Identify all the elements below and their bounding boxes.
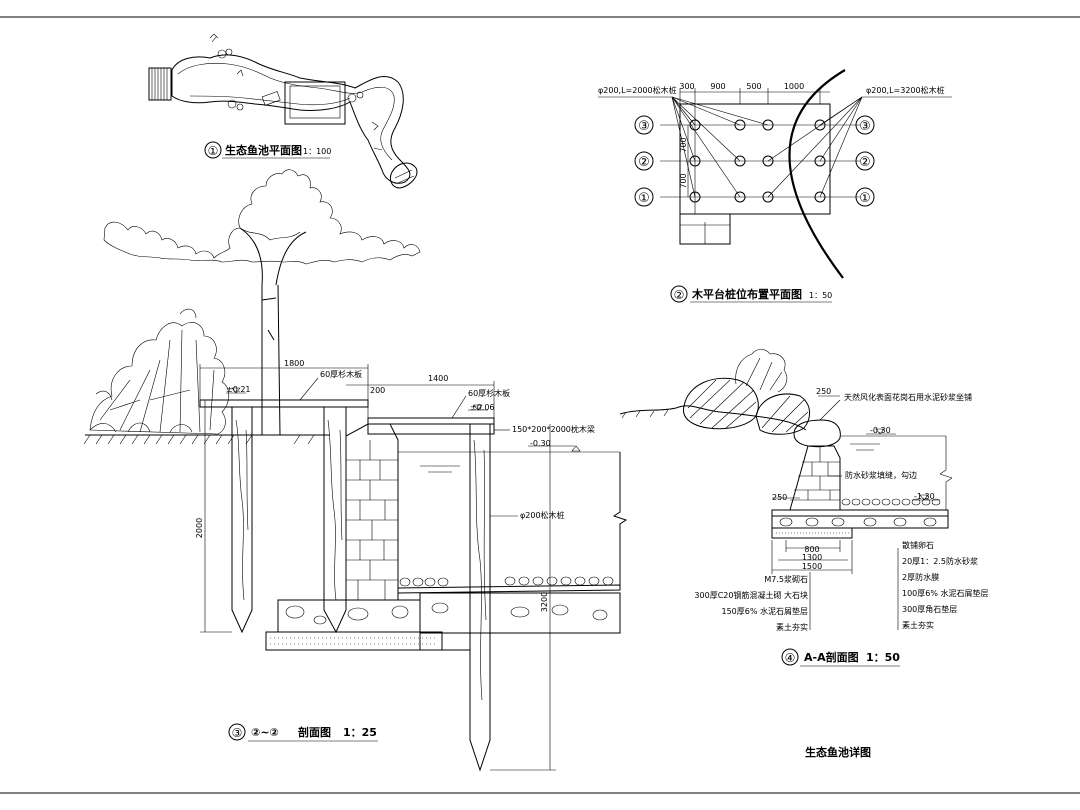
aa-dim-250b: 250	[772, 493, 787, 502]
aa-right-label-5: 300厚角石垫层	[902, 604, 957, 614]
pond-plan	[148, 33, 418, 189]
aa-dim-800: 800	[804, 545, 819, 554]
aa-stone-note: 天然风化表面花岗石用水泥砂浆坐铺	[844, 392, 972, 402]
s22-ref: ②~②	[251, 726, 279, 739]
aa-right-label-2: 20厚1：2.5防水砂浆	[902, 556, 978, 566]
pile-note-right: φ200,L=3200松木桩	[866, 85, 945, 95]
aa-num: ④	[785, 651, 796, 665]
section22-title-group: ③ ②~② 剖面图 1：25	[228, 723, 378, 742]
aa-left-label-4: 素土夯实	[776, 622, 808, 632]
aa-water-level: -0.30	[870, 426, 891, 435]
pile-plan	[598, 69, 952, 279]
row-label-r3: ③	[859, 119, 871, 134]
pile-side-dim-2: 700	[679, 173, 688, 188]
row-label-l1: ①	[638, 191, 650, 206]
water-level-22: -0.30	[530, 439, 551, 448]
dim-1400: 1400	[428, 374, 448, 383]
aa-right-label-1: 散铺卵石	[902, 540, 934, 550]
dim-1800: 1800	[284, 359, 304, 368]
sheet-title: 生态鱼池详图	[805, 745, 871, 759]
board-label-1: 60厚杉木板	[320, 369, 362, 379]
row-label-r2: ②	[859, 155, 871, 170]
plan-title-group: ① 生态鱼池平面图 1：100	[204, 141, 331, 159]
sectionaa-title-group: ④ A-A剖面图 1：50	[781, 648, 900, 667]
row-label-r1: ①	[859, 191, 871, 206]
aa-left-label-3: 150厚6% 水泥石屑垫层	[721, 606, 808, 616]
aa-right-label-3: 2厚防水膜	[902, 572, 939, 582]
pile-scale: 1：50	[809, 291, 832, 300]
aa-title: A-A剖面图	[804, 650, 859, 664]
plan-title: 生态鱼池平面图	[225, 143, 302, 157]
elev-006: ±0.06	[470, 403, 495, 412]
plan-title-num: ①	[208, 144, 219, 158]
aa-dim-250a: 250	[816, 387, 831, 396]
s22-num: ③	[232, 726, 243, 740]
aa-right-label-4: 100厚6% 水泥石屑垫层	[902, 588, 989, 598]
row-label-l3: ③	[638, 119, 650, 134]
pile-title-num: ②	[674, 288, 685, 302]
s22-scale: 1：25	[343, 726, 377, 739]
aa-dim-1300: 1300	[802, 553, 822, 562]
pile-side-dim-1: 700	[679, 137, 688, 152]
aa-bottom-level: -1.30	[914, 492, 935, 501]
pile-dim-2: 900	[710, 82, 725, 91]
section-aa	[619, 349, 953, 630]
beam-label: 150*200*2000枕木梁	[512, 424, 595, 434]
pile-plan-title-group: ② 木平台桩位布置平面图 1：50	[670, 285, 832, 303]
board-label-2: 60厚杉木板	[468, 388, 510, 398]
pile-dim-3: 500	[746, 82, 761, 91]
dim-3200: 3200	[540, 592, 549, 612]
row-label-l2: ②	[638, 155, 650, 170]
aa-left-label-1: M7.5浆砌石	[764, 574, 808, 584]
aa-joint-note: 防水砂浆填缝，勾边	[845, 470, 917, 480]
aa-left-label-2: 300厚C20钢筋混凝土砌 大石块	[694, 590, 808, 600]
pile-title: 木平台桩位布置平面图	[691, 287, 802, 301]
pile-dim-1: 300	[679, 82, 694, 91]
aa-scale: 1：50	[866, 651, 900, 664]
dim-2000: 2000	[195, 518, 204, 538]
dim-200: 200	[370, 386, 385, 395]
pile-note-left: φ200,L=2000松木桩	[598, 85, 677, 95]
pile-dim-4: 1000	[784, 82, 804, 91]
aa-right-label-6: 素土夯实	[902, 620, 934, 630]
section-22	[83, 169, 628, 772]
aa-dim-1500: 1500	[802, 562, 822, 571]
elev-021: ±0.21	[226, 385, 251, 394]
pile-label-22: φ200松木桩	[520, 510, 565, 520]
plan-scale: 1：100	[303, 147, 331, 156]
s22-title: 剖面图	[298, 725, 331, 739]
